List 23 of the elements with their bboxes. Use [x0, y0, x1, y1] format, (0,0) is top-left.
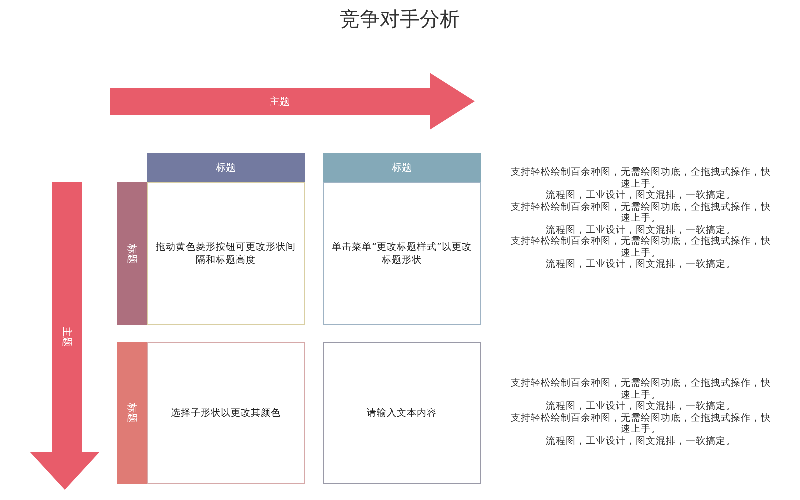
- note-text: 支持轻松绘制百余种图，无需绘图功底，全拖拽式操作，快速上手。: [510, 202, 772, 224]
- row-header: [117, 342, 147, 484]
- note-text: 支持轻松绘制百余种图，无需绘图功底，全拖拽式操作，快速上手。: [510, 378, 772, 401]
- content-box: 拖动黄色菱形按钮可更改形状间隔和标题高度: [147, 182, 305, 325]
- note-text: 流程图，工业设计，图文混排，一软搞定。: [545, 401, 737, 412]
- content-box: 单击菜单“更改标题样式”以更改标题形状: [323, 182, 481, 325]
- column-header: 标题: [323, 153, 481, 182]
- header-label: 标题: [125, 244, 138, 264]
- content-box: 请输入文本内容: [323, 342, 481, 484]
- note-text: 支持轻松绘制百余种图，无需绘图功底，全拖拽式操作，快速上手。: [510, 167, 772, 190]
- column-header: 标题: [147, 153, 305, 182]
- header-label: 标题: [125, 403, 138, 423]
- note-text: 支持轻松绘制百余种图，无需绘图功底，全拖拽式操作，快速上手。: [510, 236, 772, 259]
- content-box: 选择子形状以更改其颜色: [147, 342, 305, 484]
- note-text: 支持轻松绘制百余种图，无需绘图功底，全拖拽式操作，快速上手。: [510, 412, 772, 436]
- note-text: 流程图，工业设计，图文混排，一软搞定。: [545, 436, 737, 447]
- row-header: [117, 182, 147, 325]
- note-text: 流程图，工业设计，图文混排，一软搞定。: [545, 190, 737, 202]
- note-text: 流程图，工业设计，图文混排，一软搞定。: [545, 224, 737, 236]
- arrow-label: 主题: [270, 96, 290, 109]
- arrow-label: 主题: [60, 327, 74, 347]
- note-text: 流程图，工业设计，图文混排，一软搞定。: [545, 259, 737, 270]
- title: 竞争对手分析: [340, 7, 460, 31]
